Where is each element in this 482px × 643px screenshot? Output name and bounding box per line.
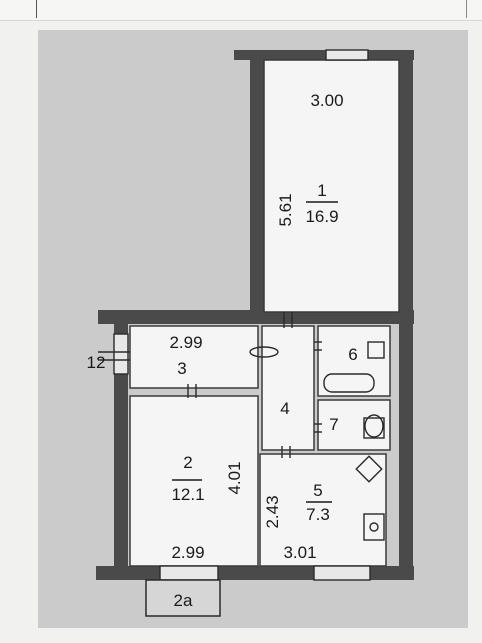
room-4 [261,325,315,451]
light-fixture-icon [249,346,279,358]
room-7 [317,399,391,451]
dim-room2-width: 2.99 [171,543,204,562]
room-1-area: 16.9 [305,207,338,226]
room-1 [263,59,400,313]
room-2-area: 12.1 [171,485,204,504]
kitchen-sink-icon [355,455,383,483]
window-room1 [325,49,369,61]
wall-top [234,50,414,60]
window-room5 [313,565,371,581]
photo-edge-line [466,0,467,18]
dim-room3-width: 2.99 [169,333,202,352]
room-3-number: 3 [177,359,186,378]
wall-lower-right [399,322,413,580]
wall-lower-left [114,322,128,580]
toilet-tank-icon [363,417,385,439]
room-4-number: 4 [280,399,289,418]
floor-plan: 3.00 1 16.9 5.61 2.99 3 12 2 12.1 4.01 2… [87,49,414,617]
room-5-number: 5 [313,481,322,500]
wall-room1-right [399,58,413,322]
wall-room1-left [250,58,264,322]
dim-room5-width: 3.01 [283,543,316,562]
toilet-icon [364,414,384,438]
dim-room5-length: 2.43 [263,495,282,528]
bottom-tag: 2a [174,591,193,610]
wall-middle [98,310,414,324]
room-5-area: 7.3 [306,505,330,524]
room-6-number: 6 [348,345,357,364]
balcony-label: 12 [87,353,106,372]
floor-plan-sheet: 3.00 1 16.9 5.61 2.99 3 12 2 12.1 4.01 2… [38,30,468,628]
burner-icon [369,522,379,532]
photo-background-top [0,0,482,21]
window-room2 [159,565,219,581]
room-2-number: 2 [183,453,192,472]
room-7-number: 7 [329,415,338,434]
room-1-number: 1 [317,181,326,200]
room-2 [129,395,259,567]
sink-icon [367,341,385,359]
window-room3 [113,333,129,375]
photo-edge-line [36,0,37,18]
dim-room1-length: 5.61 [276,193,295,226]
stove-icon [363,513,385,541]
bathtub-icon [323,373,375,393]
dim-room1-width: 3.00 [310,91,343,110]
room-6 [317,325,391,397]
room-5 [259,453,387,567]
bottom-tag-box [145,579,221,617]
dim-room2-length: 4.01 [225,461,244,494]
